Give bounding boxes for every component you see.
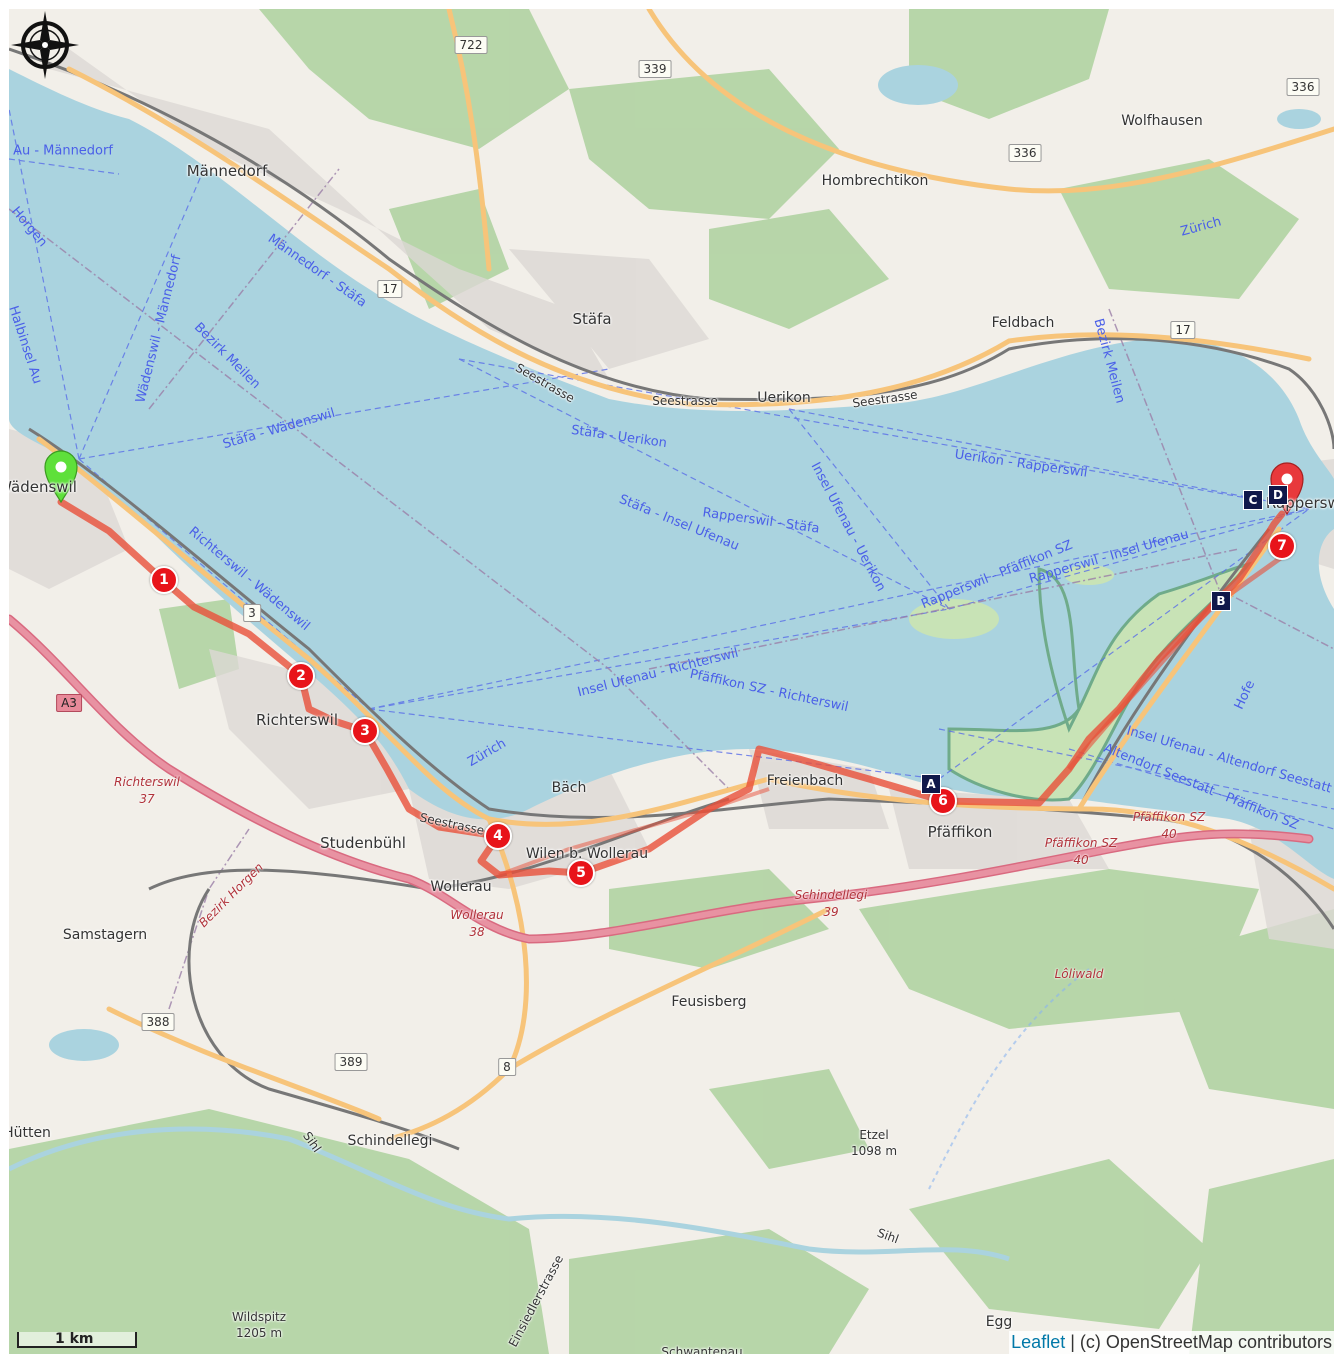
marker-c[interactable]: C <box>1243 490 1263 510</box>
road-shield: 722 <box>454 36 488 54</box>
road-shield: 17 <box>1170 321 1196 339</box>
place-label: Stäfa <box>572 310 612 328</box>
waypoint-5[interactable]: 5 <box>567 859 595 887</box>
place-label: Männedorf <box>186 162 268 180</box>
place-label: Feldbach <box>991 315 1055 331</box>
waypoint-6[interactable]: 6 <box>929 787 957 815</box>
street-label: Schwantenau <box>661 1345 743 1354</box>
place-label: Hütten <box>9 1125 51 1141</box>
district-label: Pfäffikon SZ <box>1132 810 1206 824</box>
marker-a[interactable]: A <box>921 774 941 794</box>
place-label: Egg <box>985 1314 1013 1330</box>
attribution-text: | (c) OpenStreetMap contributors <box>1065 1332 1332 1352</box>
road-shield: 336 <box>1286 78 1320 96</box>
start-marker[interactable] <box>44 450 78 504</box>
place-label: Samstagern <box>62 927 148 943</box>
place-label: Uerikon <box>757 390 811 406</box>
place-label: Lôliwald <box>1054 967 1104 981</box>
waypoint-4[interactable]: 4 <box>484 822 512 850</box>
scale-bar: 1 km <box>17 1332 137 1348</box>
place-label: Schindellegi <box>347 1133 433 1149</box>
road-shield: 8 <box>498 1058 516 1076</box>
district-label: 39 <box>823 905 839 919</box>
district-label: Wollerau <box>450 908 504 922</box>
attribution: Leaflet | (c) OpenStreetMap contributors <box>1009 1331 1334 1354</box>
place-label: Wädenswil <box>9 478 77 496</box>
district-label: 37 <box>139 792 155 806</box>
road-shield: 17 <box>377 280 403 298</box>
place-label: Pfäffikon <box>927 823 993 841</box>
scale-label: 1 km <box>55 1331 94 1347</box>
district-label: Richterswil <box>114 775 180 789</box>
place-label: Bäch <box>551 780 587 796</box>
district-label: 40 <box>1073 853 1089 867</box>
place-label: Studenbühl <box>320 834 406 852</box>
road-shield: 389 <box>334 1053 368 1071</box>
road-shield: A3 <box>56 694 82 712</box>
place-label: Etzel <box>859 1128 889 1142</box>
district-label: Pfäffikon SZ <box>1044 836 1118 850</box>
waypoint-3[interactable]: 3 <box>351 717 379 745</box>
district-label: 40 <box>1161 827 1177 841</box>
compass-rose-icon <box>11 11 79 79</box>
place-label: Freienbach <box>766 773 844 789</box>
marker-d[interactable]: D <box>1268 485 1288 505</box>
waypoint-7[interactable]: 7 <box>1268 532 1296 560</box>
place-label: Richterswil <box>255 711 339 729</box>
marker-b[interactable]: B <box>1211 591 1231 611</box>
road-shield: 388 <box>141 1013 175 1031</box>
place-label: 1205 m <box>235 1326 283 1340</box>
waypoint-1[interactable]: 1 <box>150 566 178 594</box>
waypoint-2[interactable]: 2 <box>287 662 315 690</box>
place-label: 1098 m <box>850 1144 898 1158</box>
place-label: Wolfhausen <box>1121 113 1203 129</box>
place-label: Wildspitz <box>231 1310 287 1324</box>
place-label: Wollerau <box>430 879 492 895</box>
street-label: Seestrasse <box>652 394 718 408</box>
ferry-label: Au - Männedorf <box>13 143 113 159</box>
road-shield: 339 <box>638 60 672 78</box>
road-shield: 3 <box>243 604 261 622</box>
place-label: Hombrechtikon <box>821 173 929 189</box>
place-label: Wilen b. Wollerau <box>525 846 649 862</box>
place-label: Feusisberg <box>671 994 747 1010</box>
leaflet-link[interactable]: Leaflet <box>1011 1332 1066 1352</box>
road-shield: 336 <box>1008 144 1042 162</box>
district-label: Schindellegi <box>794 888 868 902</box>
map-tiles <box>9 9 1334 1354</box>
district-label: 38 <box>469 925 485 939</box>
